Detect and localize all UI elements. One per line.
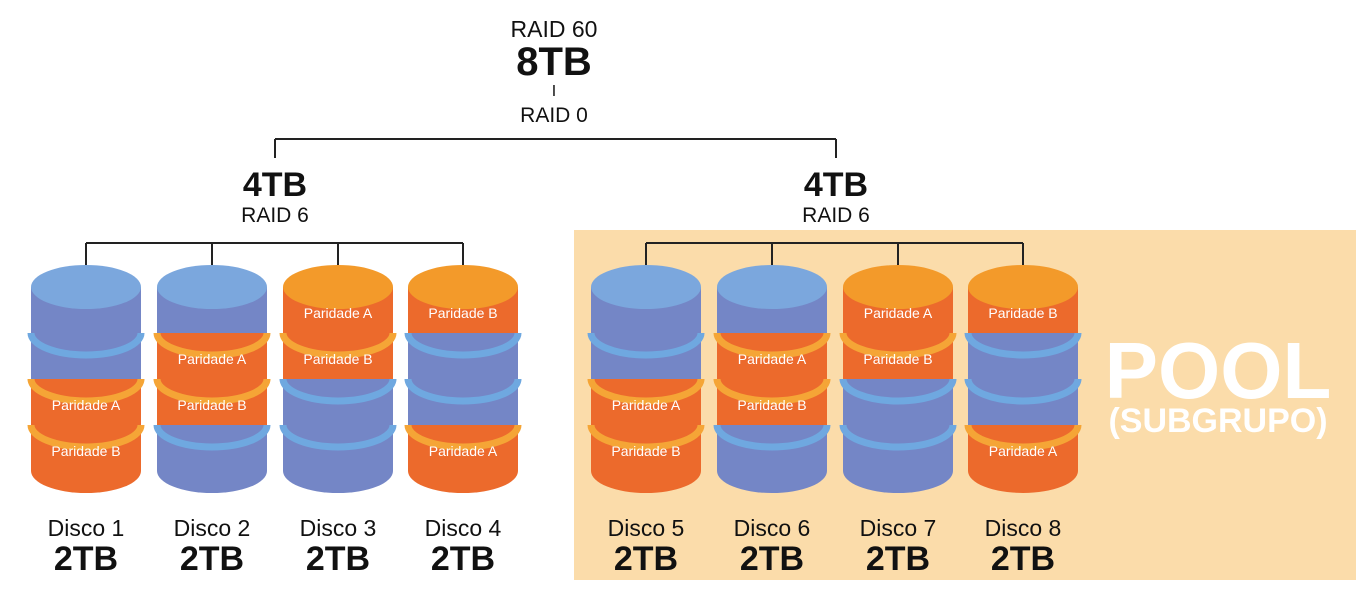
disk-capacity: 2TB [991,540,1055,578]
disk-name: Disco 6 [734,515,811,541]
disk-segment-blue [843,425,953,493]
parity-label: Paridade A [989,443,1058,459]
disk-name: Disco 4 [425,515,502,541]
parity-label: Paridade B [737,397,806,413]
disk-top-cap [408,265,518,309]
disk-segment-rim [27,378,145,405]
disk-segment-rim [839,424,957,451]
disk-segment-orange [408,425,518,493]
disk-segment-rim [713,332,831,359]
disk-segment-rim [587,424,705,451]
disk-name: Disco 5 [608,515,685,541]
disk-capacity: 2TB [180,540,244,578]
disk-segment-orange [31,425,141,493]
disk-segment-rim [964,424,1082,451]
disk-segment-rim [839,378,957,405]
disk-top-cap [157,265,267,309]
disk-segment-rim [27,332,145,359]
disk-segment-rim [587,332,705,359]
parity-label: Paridade B [611,443,680,459]
pool-subtitle: (SUBGRUPO) [1108,402,1327,440]
disk-segment-rim [279,332,397,359]
disk-segment-rim [839,332,957,359]
parity-label: Paridade B [177,397,246,413]
disk-top-cap [31,265,141,309]
disk-segment-rim [587,378,705,405]
parity-label: Paridade B [303,351,372,367]
raid60-tick: I [552,83,556,100]
disk-segment-rim [404,332,522,359]
total-capacity: 8TB [516,40,592,84]
disk-segment-rim [964,378,1082,405]
pool-title: POOL [1105,326,1332,415]
raid0-bracket [274,138,837,158]
parity-label: Paridade A [738,351,807,367]
disk-segment-rim [404,424,522,451]
disk-segment-rim [27,424,145,451]
disk-segment-rim [153,424,271,451]
parity-label: Paridade B [51,443,120,459]
disk-top-cap [717,265,827,309]
disk-segment-rim [964,332,1082,359]
group-1-raid-label: RAID 6 [241,204,309,227]
disk-name: Disco 7 [860,515,937,541]
disk-capacity: 2TB [866,540,930,578]
parity-label: Paridade A [52,397,121,413]
parity-label: Paridade B [863,351,932,367]
disk-top-cap [283,265,393,309]
disk-capacity: 2TB [54,540,118,578]
parity-label: Paridade A [429,443,498,459]
disk-capacity: 2TB [306,540,370,578]
parity-label: Paridade B [988,305,1057,321]
group-2-raid-label: RAID 6 [802,204,870,227]
raid0-label: RAID 0 [520,104,588,127]
disk-name: Disco 1 [48,515,125,541]
parity-label: Paridade A [864,305,933,321]
parity-label: Paridade A [304,305,373,321]
disk-capacity: 2TB [614,540,678,578]
disk-top-cap [591,265,701,309]
group-2-capacity: 4TB [804,166,868,204]
disk-segment-blue [283,425,393,493]
raid60-label: RAID 60 [511,16,598,42]
group-1-capacity: 4TB [243,166,307,204]
pool-background [574,230,1356,580]
parity-label: Paridade A [612,397,681,413]
disk-segment-rim [404,378,522,405]
disk-segment-rim [713,424,831,451]
parity-label: Paridade A [178,351,247,367]
disk-segment-orange [591,425,701,493]
disk-capacity: 2TB [740,540,804,578]
raid6-bracket-group-1 [85,242,464,276]
parity-label: Paridade B [428,305,497,321]
disk-segment-rim [153,332,271,359]
disk-name: Disco 2 [174,515,251,541]
disk-top-cap [968,265,1078,309]
disk-top-cap [843,265,953,309]
disk-segment-rim [153,378,271,405]
disk-name: Disco 3 [300,515,377,541]
disk-segment-rim [279,378,397,405]
disk-segment-blue [157,425,267,493]
disk-name: Disco 8 [985,515,1062,541]
disk-segment-rim [279,424,397,451]
disk-segment-rim [713,378,831,405]
disk-segment-blue [717,425,827,493]
disk-capacity: 2TB [431,540,495,578]
